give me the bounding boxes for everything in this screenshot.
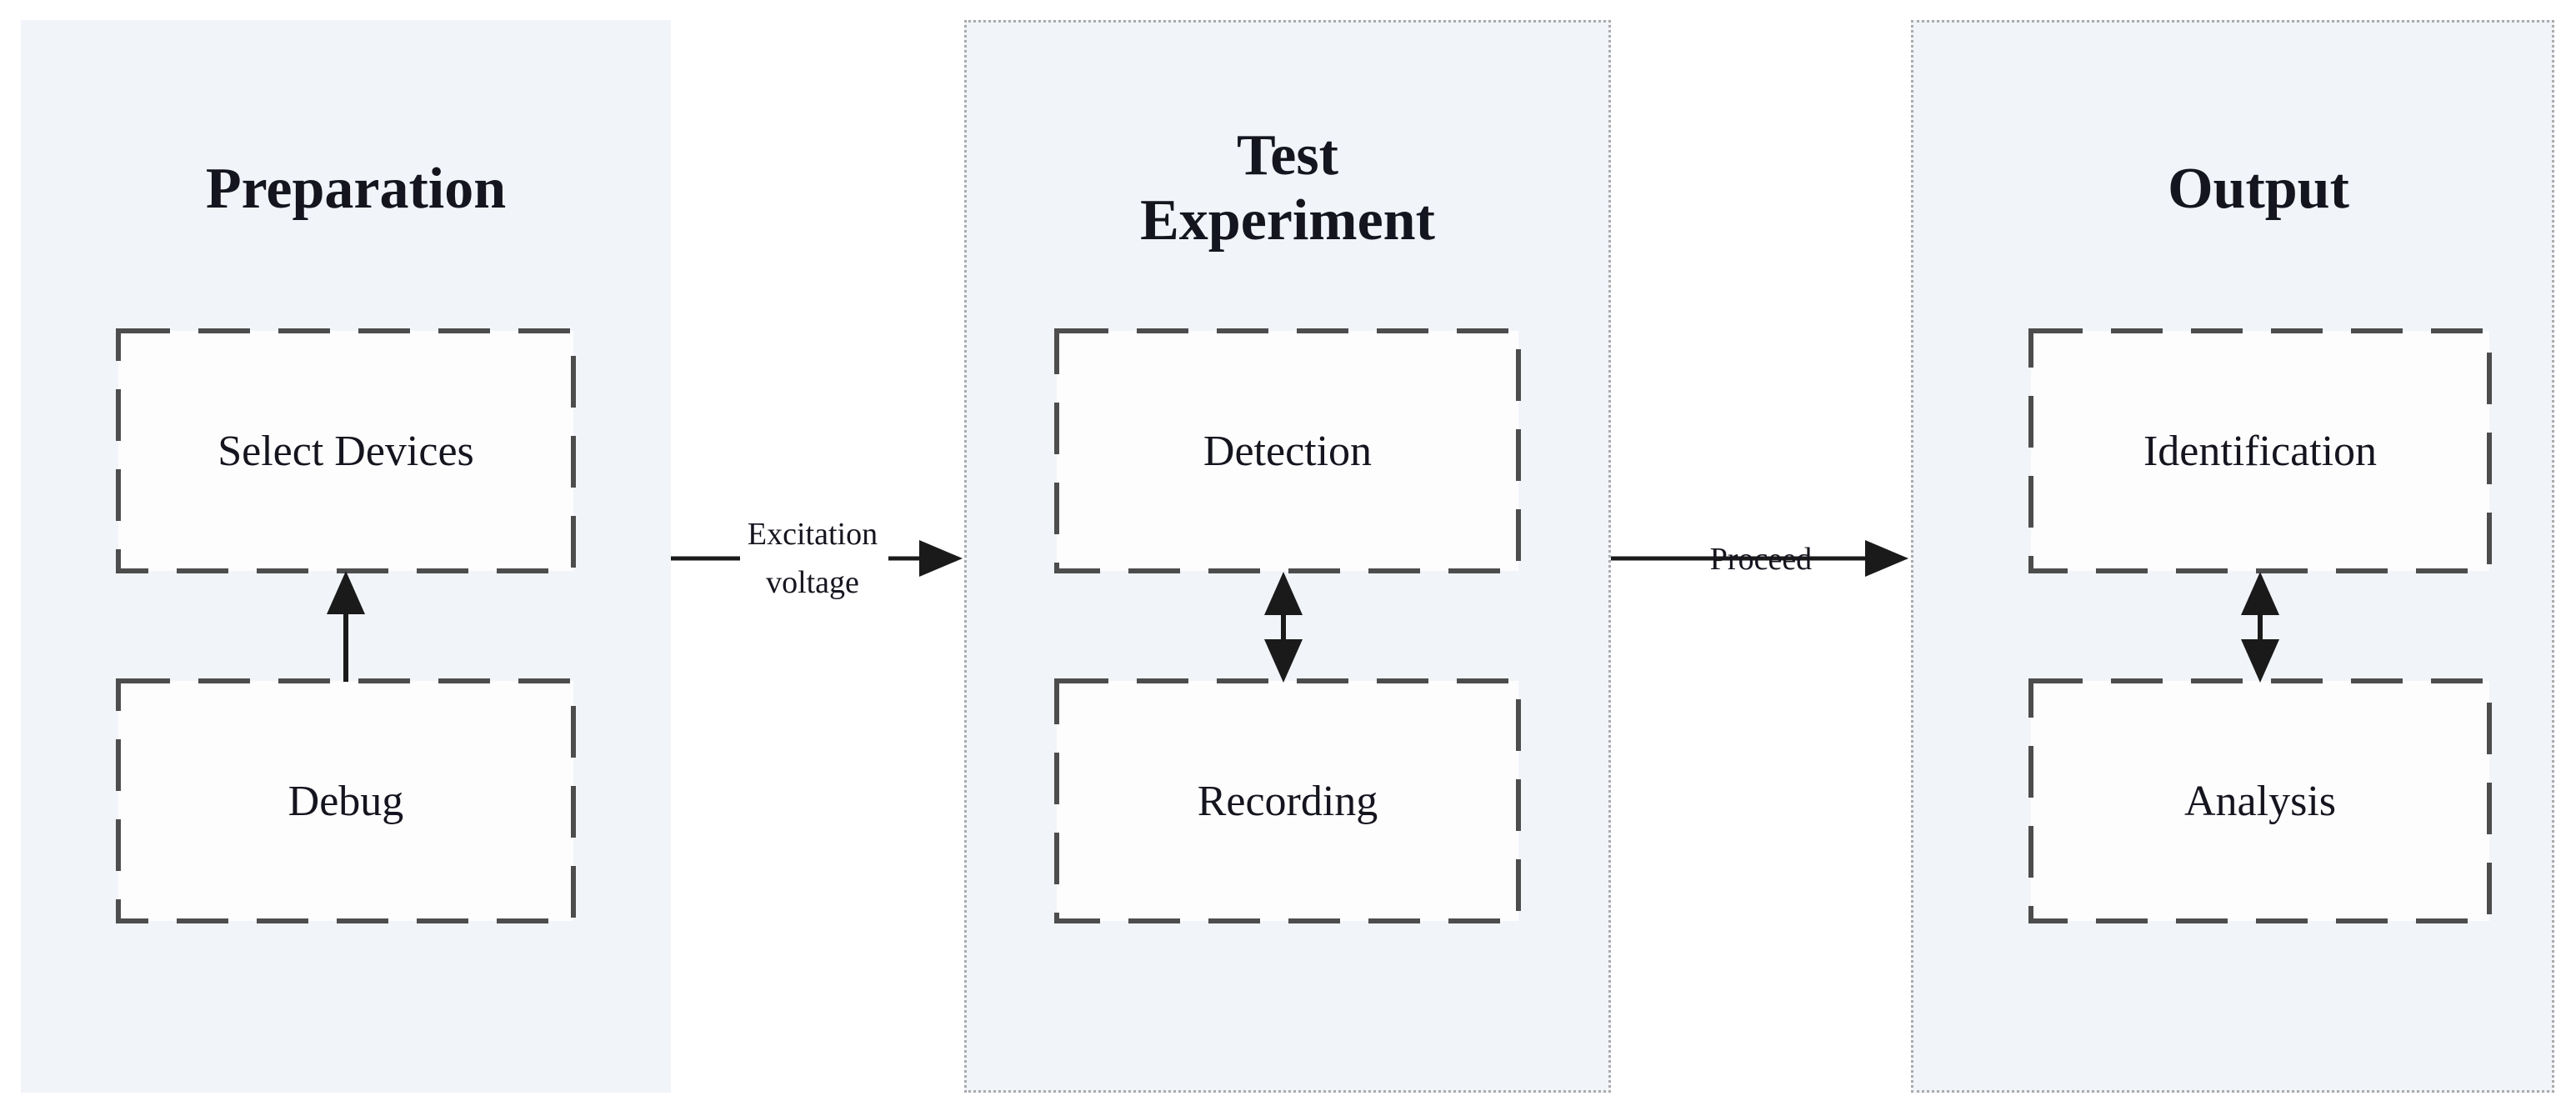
detection-recording-double-arrow xyxy=(1264,572,1303,683)
title-test-experiment: Test Experiment xyxy=(964,123,1611,253)
connector-label-line: Excitation xyxy=(747,517,878,552)
arrow-down-head xyxy=(1264,639,1303,683)
title-output: Output xyxy=(1942,157,2575,222)
arrow-down-head xyxy=(2241,639,2279,683)
debug-to-select-devices-arrow xyxy=(327,571,365,682)
recording-label: Recording xyxy=(1197,777,1378,825)
title-preparation: Preparation xyxy=(31,157,681,222)
select-devices-label: Select Devices xyxy=(218,427,474,475)
identification-box xyxy=(2028,328,2492,573)
select-devices-box xyxy=(116,328,576,573)
arrow-up-head xyxy=(2241,572,2279,615)
title-line: Experiment xyxy=(1140,188,1435,253)
detection-label: Detection xyxy=(1203,427,1373,475)
arrow-right-head xyxy=(919,540,963,577)
arrow-up-head xyxy=(1264,572,1303,615)
proceed-label: Proceed xyxy=(1678,535,1844,583)
connector-label-line: Proceed xyxy=(1709,542,1813,577)
excitation-voltage-label: Excitation voltage xyxy=(704,510,921,607)
arrow-right-head xyxy=(1865,540,1908,577)
excitation-voltage-connector xyxy=(671,540,963,577)
debug-box xyxy=(116,678,576,923)
proceed-connector xyxy=(1611,540,1908,577)
recording-box xyxy=(1054,678,1521,923)
analysis-label: Analysis xyxy=(2184,777,2336,825)
identification-label: Identification xyxy=(2143,427,2378,475)
title-line: Test xyxy=(1237,123,1338,188)
identification-analysis-double-arrow xyxy=(2241,572,2279,683)
arrow-up-head xyxy=(327,571,365,614)
debug-label: Debug xyxy=(288,777,404,825)
title-line: Output xyxy=(2168,157,2349,221)
detection-box xyxy=(1054,328,1521,573)
analysis-box xyxy=(2028,678,2492,923)
connector-label-line: voltage xyxy=(766,565,859,600)
title-line: Preparation xyxy=(205,157,507,221)
